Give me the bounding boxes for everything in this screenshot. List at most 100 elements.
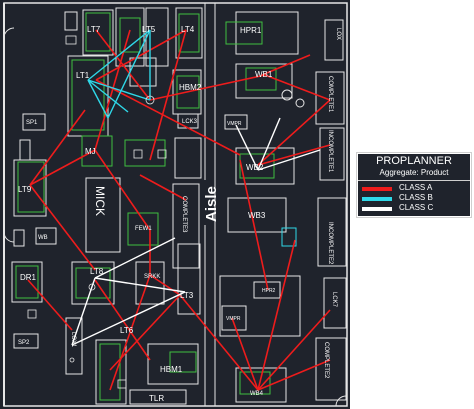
flow-a: [29, 109, 86, 186]
lt7-station: [85, 12, 111, 52]
label-sp1: SP1: [26, 120, 38, 126]
door-arc-3: [335, 395, 347, 407]
legend-panel: PROPLANNER Aggregate: Product CLASS A CL…: [356, 152, 472, 218]
flow-a: [29, 149, 96, 186]
vmpr2-frame: [221, 305, 247, 331]
complete3-frame: [172, 183, 200, 269]
lt9-frame: [13, 159, 47, 217]
small-cyan-box: [281, 227, 297, 247]
legend-item-class-a: CLASS A: [362, 183, 468, 194]
flow-a: [257, 144, 331, 166]
hbm1-station: [169, 351, 197, 373]
label-wb4: WB4: [250, 391, 264, 397]
class-b-swatch: [362, 197, 392, 201]
marker: [117, 379, 127, 389]
small-box-left-2: [13, 229, 25, 247]
label-dr1: DR1: [20, 273, 37, 282]
equipment-markers: [27, 35, 167, 389]
flow-a: [257, 359, 331, 391]
marker: [133, 149, 143, 159]
floor-background: [0, 0, 350, 409]
cell-frame-3: [174, 137, 202, 179]
legend-divider: [358, 180, 470, 181]
flow-a: [257, 309, 331, 391]
label-lt7: LT7: [87, 25, 101, 34]
lt6-station: [99, 343, 121, 401]
flow-a: [139, 174, 187, 201]
dr1-station: [15, 265, 39, 299]
flow-a: [95, 29, 187, 81]
marker: [69, 357, 75, 363]
flow-a: [29, 184, 96, 271]
marker: [145, 95, 155, 105]
lt6-frame: [95, 339, 127, 405]
flow-a: [109, 274, 151, 391]
class-c-swatch: [362, 207, 392, 211]
flow-c: [257, 117, 281, 171]
flow-a: [231, 317, 259, 391]
flow-a: [257, 239, 296, 391]
marker: [157, 149, 167, 159]
legend-subtitle: Aggregate: Product: [379, 168, 449, 177]
label-sp2: SP2: [18, 340, 30, 346]
door-arc-1: [3, 27, 15, 39]
legend-label: CLASS C: [399, 203, 434, 212]
door-arc-2: [3, 231, 15, 243]
legend-label: CLASS B: [399, 193, 433, 202]
label-lt8: LT8: [90, 267, 104, 276]
flow-b: [87, 79, 129, 113]
hpr1-frame: [235, 11, 299, 55]
label-lt6: LT6: [120, 326, 134, 335]
lt8-frame: [71, 261, 115, 305]
lt5-station: [119, 17, 141, 53]
flow-a: [149, 74, 266, 101]
flow-b: [107, 29, 151, 119]
complete1-frame: [315, 71, 345, 125]
label-lt4: LT4: [181, 25, 195, 34]
column-1: [281, 89, 293, 101]
flow-c: [94, 277, 186, 293]
flow-a: [257, 99, 331, 166]
label-vmpr-2: VMPR: [226, 316, 241, 322]
incomplete1-frame: [319, 127, 345, 181]
label-hbm1: HBM1: [160, 365, 183, 374]
class-c-flows: [71, 117, 321, 346]
lox-frame: [324, 19, 344, 61]
flow-a: [109, 294, 181, 371]
tlr-frame: [129, 389, 187, 405]
flow-b: [87, 79, 151, 101]
small-box-top-1: [64, 11, 78, 31]
class-b-flows: [87, 29, 151, 119]
flow-a: [149, 29, 187, 161]
label-srkk: SRKK: [144, 274, 160, 280]
lck7-frame: [323, 277, 347, 329]
hbm2-station: [176, 75, 200, 109]
lox1-frame: [65, 317, 83, 375]
flow-a: [94, 279, 151, 361]
hpr1-station: [225, 21, 263, 45]
label-lt1: LT1: [76, 71, 90, 80]
wb2-frame: [235, 147, 295, 185]
legend-item-class-b: CLASS B: [362, 193, 468, 204]
label-lck7: LCK7: [331, 292, 337, 308]
flow-c: [71, 277, 96, 346]
label-tlr: TLR: [149, 394, 164, 403]
flow-a: [149, 274, 181, 296]
label-lt9: LT9: [18, 185, 32, 194]
marker: [27, 309, 37, 319]
label-hpr2: HPR2: [262, 288, 276, 294]
label-complete2: COMPLETE2: [323, 342, 329, 379]
wb4-frame: [235, 367, 287, 403]
sp2-frame: [13, 333, 39, 349]
cell-station-2: [124, 139, 166, 167]
label-few1: FEW1: [135, 226, 152, 232]
flow-c: [94, 237, 176, 279]
lt3-frame: [177, 243, 201, 315]
marker: [65, 35, 77, 45]
label-incomplete2: INCOMPLETE2: [327, 222, 333, 265]
complete2-frame: [315, 337, 347, 401]
vmpr-frame: [224, 114, 248, 130]
label-vmpr: VMPR: [227, 121, 242, 127]
legend-label: CLASS A: [399, 183, 433, 192]
